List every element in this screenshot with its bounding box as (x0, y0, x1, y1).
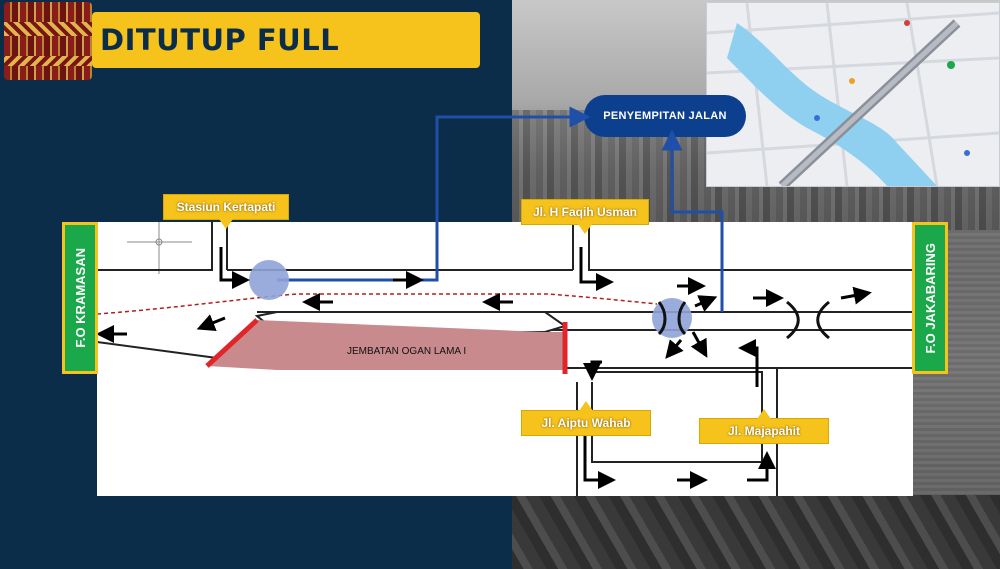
callout-jl-majapahit: Jl. Majapahit (699, 409, 829, 444)
callout-jl-aiptu-wahab-text: Jl. Aiptu Wahab (541, 416, 631, 430)
fo-jakabaring-label: F.O JAKABARING (922, 242, 938, 354)
penyempitan-jalan-pill: PENYEMPITAN JALAN (584, 95, 746, 137)
callout-stasiun-kertapati-text: Stasiun Kertapati (176, 200, 276, 214)
songket-band-bottom (4, 56, 92, 66)
page-title: DITUTUP FULL (100, 23, 340, 57)
songket-emblem (4, 2, 92, 80)
crosshair-marker (127, 222, 192, 274)
centerline-dashed (96, 293, 658, 315)
foreground-roofs-texture (512, 495, 1000, 569)
map-inset[interactable] (706, 2, 1000, 187)
detour-route-left (277, 122, 439, 282)
penyempitan-jalan-text: PENYEMPITAN JALAN (603, 110, 727, 122)
highlight-circle-stasiun (249, 260, 289, 300)
callout-jl-aiptu-wahab: Jl. Aiptu Wahab (521, 401, 651, 436)
closure-line-left (205, 318, 259, 368)
detour-route-right (670, 142, 724, 312)
highlight-circle-junction (652, 298, 692, 338)
bridge-label: JEMBATAN OGAN LAMA I (347, 346, 466, 357)
fo-kramasan-box: F.O KRAMASAN (62, 222, 98, 374)
callout-jl-h-faqih-usman: Jl. H Faqih Usman (521, 199, 649, 234)
map-graphic (707, 3, 999, 186)
callout-stasiun-kertapati: Stasiun Kertapati (163, 194, 289, 229)
bridge-closed-area (207, 320, 565, 370)
direction-arrows (96, 247, 872, 489)
callout-jl-majapahit-text: Jl. Majapahit (727, 424, 801, 438)
fo-jakabaring-box: F.O JAKABARING (912, 222, 948, 374)
traffic-diagram-panel: JEMBATAN OGAN LAMA I (96, 122, 913, 496)
fo-kramasan-label: F.O KRAMASAN (72, 248, 88, 348)
callout-jl-h-faqih-usman-text: Jl. H Faqih Usman (532, 205, 638, 219)
songket-band-top (4, 22, 92, 36)
traffic-diagram: JEMBATAN OGAN LAMA I (96, 122, 913, 496)
title-banner: DITUTUP FULL (92, 12, 480, 68)
